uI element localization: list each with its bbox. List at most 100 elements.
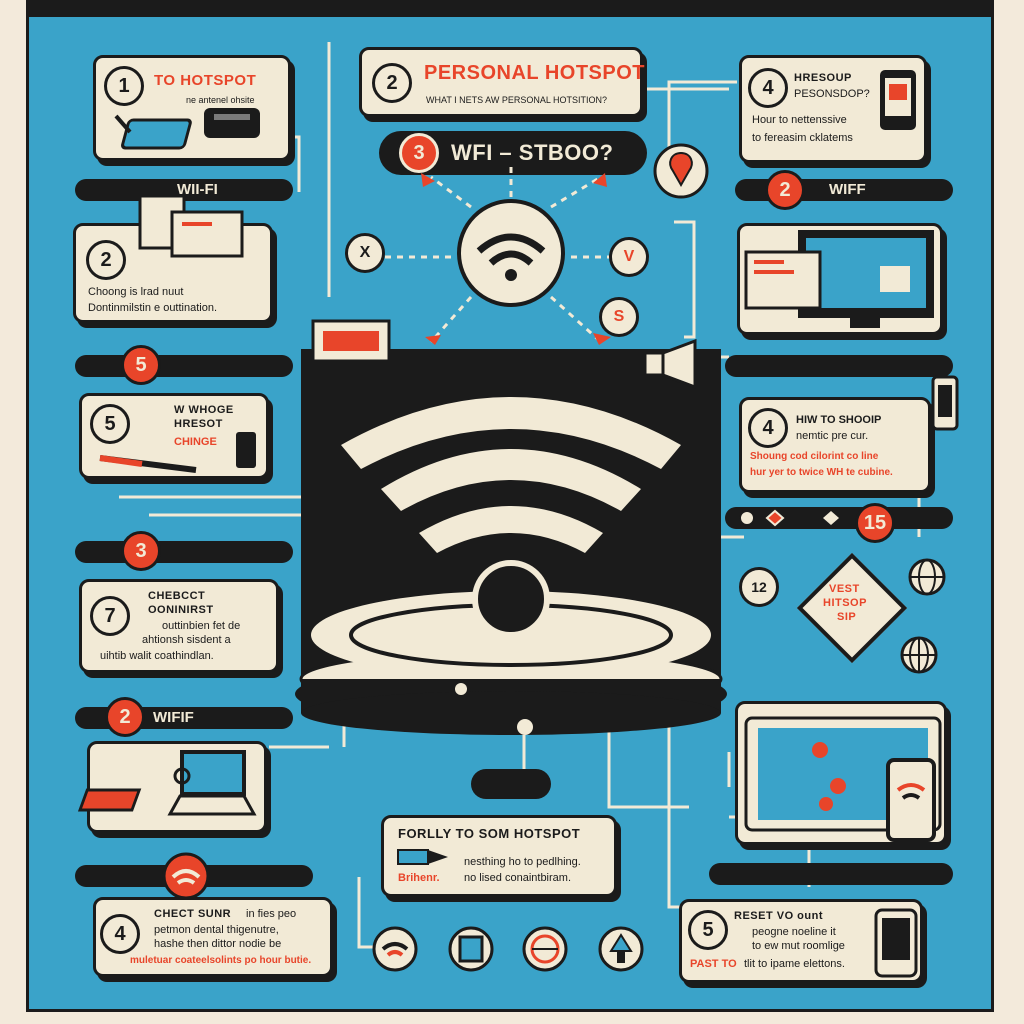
sign-text: SIP xyxy=(837,611,857,623)
card-text: Brihenr. xyxy=(398,872,440,884)
card-text: ahtionsh sisdent a xyxy=(142,634,231,646)
card-text: petmon dental thigenutre, xyxy=(154,924,279,936)
card-text: Hour to nettenssive xyxy=(752,114,847,126)
card-text: muletuar coateelsolints po hour butie. xyxy=(130,955,312,966)
card-text: hur yer to twice WH te cubine. xyxy=(750,467,893,478)
step-number: 5 xyxy=(90,404,130,444)
card-tablet-map xyxy=(735,701,947,845)
phone-small-icon xyxy=(931,375,959,431)
center-title-pill: 3 WFI – STBOO? xyxy=(379,131,647,175)
red-wifi-badge xyxy=(162,852,210,900)
bar-step-5 xyxy=(75,355,293,377)
bar-bottom-right xyxy=(709,863,953,885)
pen-phone-icon xyxy=(99,432,256,473)
step-number: 2 xyxy=(372,63,412,103)
step-number: 15 xyxy=(855,503,895,543)
card-text: to fereasim cklatems xyxy=(752,132,853,144)
card-text: to ew mut roomlige xyxy=(752,940,845,952)
signboard-icon xyxy=(311,319,391,383)
cable-icon xyxy=(397,849,448,865)
card-text: WHAT I NETS AW PERSONAL HOTSITION? xyxy=(426,95,608,105)
phone-icon xyxy=(874,908,918,978)
step-number: 3 xyxy=(399,133,439,173)
x-badge: X xyxy=(345,233,385,273)
speaker-icon xyxy=(643,338,697,390)
card-text: ne antenel ohsite xyxy=(186,95,255,105)
globe-small-icon xyxy=(522,926,568,972)
bar-label: WII-FI xyxy=(177,181,218,198)
step-number: 4 xyxy=(748,408,788,448)
wifi-small-icon xyxy=(372,926,418,972)
bar-label: WIFIF xyxy=(153,709,194,726)
step-number: 7 xyxy=(90,596,130,636)
card-text: CHINGE xyxy=(174,436,217,448)
bar-step-3 xyxy=(75,541,293,563)
arrow-up-icon xyxy=(598,926,644,972)
card-text: nemtic pre cur. xyxy=(796,430,869,442)
s-badge: S xyxy=(599,297,639,337)
wifi-circle-icon xyxy=(457,199,565,307)
card-text: Shoung cod cilorint co line xyxy=(750,451,879,462)
card-title: RESET VO ount xyxy=(734,910,823,922)
sign-text: VEST xyxy=(829,583,860,595)
globe-icon xyxy=(908,558,946,596)
step-number: 5 xyxy=(121,345,161,385)
bar-step-right xyxy=(725,355,953,377)
top-band xyxy=(26,0,994,14)
card-title: W WHOGE xyxy=(174,404,234,416)
tablet-icon xyxy=(880,70,916,130)
card-choong: 2 Choong is lrad nuut Dontinmilstin e ou… xyxy=(73,194,273,323)
signal-rays xyxy=(381,167,651,345)
badge-12: 12 xyxy=(739,567,779,607)
card-title: TO HOTSPOT xyxy=(154,72,257,89)
card-forlly-hotspot: FORLLY TO SOM HOTSPOT nesthing ho to ped… xyxy=(381,815,617,897)
bar-wifi-1 xyxy=(75,179,293,201)
center-title: WFI – STBOO? xyxy=(451,140,614,165)
card-title: CHECT SUNR xyxy=(154,908,232,920)
card-personal-hotspot: 2 PERSONAL HOTSPOT WHAT I NETS AW PERSON… xyxy=(359,47,645,117)
step-number: 2 xyxy=(765,170,805,210)
card-hresoup: 4 HRESOUP PESONSDOP? Hour to nettenssive… xyxy=(739,55,927,163)
card-text: tlit to ipame elettons. xyxy=(744,958,845,970)
globe-grid-icon xyxy=(900,636,938,674)
step-number: 4 xyxy=(100,914,140,954)
card-text: Dontinmilstin e outtination. xyxy=(88,302,218,314)
v-badge: V xyxy=(609,237,649,277)
step-number: 5 xyxy=(688,910,728,950)
card-text: peogne noeline it xyxy=(752,926,836,938)
step-number: 2 xyxy=(86,240,126,280)
card-to-hotspot: 1 TO HOTSPOT ne antenel ohsite xyxy=(93,55,291,161)
card-title: PERSONAL HOTSPOT xyxy=(424,62,645,84)
blue-panel: 1 TO HOTSPOT ne antenel ohsite 2 PERSONA… xyxy=(26,14,994,1012)
card-title: FORLLY TO SOM HOTSPOT xyxy=(398,826,581,841)
card-text: outtinbien fet de xyxy=(162,620,241,632)
card-text: PAST TO xyxy=(690,958,737,970)
card-text: uihtib walit coathindlan. xyxy=(100,650,214,662)
card-text: nesthing ho to pedlhing. xyxy=(464,856,581,868)
card-chect-sunr: 4 CHECT SUNR in fies peo petmon dental t… xyxy=(93,897,333,977)
sign-text: HITSOP xyxy=(823,597,867,609)
card-text: hashe then dittor nodie be xyxy=(154,938,282,950)
step-number: 3 xyxy=(121,531,161,571)
card-title: OONINIRST xyxy=(148,604,214,616)
card-text: in fies peo xyxy=(246,908,297,920)
card-text: no lised conaintbiram. xyxy=(464,872,572,884)
card-text: Choong is lrad nuut xyxy=(88,286,184,298)
step-number: 4 xyxy=(748,68,788,108)
card-text: HIW TO SHOOIP xyxy=(796,414,882,426)
central-router-graphic xyxy=(295,349,727,799)
tablet-map-icon xyxy=(744,716,942,842)
card-title: HRESOUP xyxy=(794,72,852,84)
documents-icon xyxy=(138,194,244,258)
card-whoge-hresot: 5 W WHOGE HRESOT CHINGE xyxy=(79,393,269,479)
card-laptop xyxy=(77,741,267,833)
document-small-icon xyxy=(448,926,494,972)
monitor-icon xyxy=(744,230,934,328)
step-number: 2 xyxy=(105,697,145,737)
card-title: HRESOT xyxy=(174,418,223,430)
step-number: 1 xyxy=(104,66,144,106)
warning-sign: VEST HITSOP SIP xyxy=(796,552,908,664)
card-chebcct: 7 CHEBCCT OONINIRST outtinbien fet de ah… xyxy=(79,579,279,673)
bar-label: WIFF xyxy=(829,181,866,198)
